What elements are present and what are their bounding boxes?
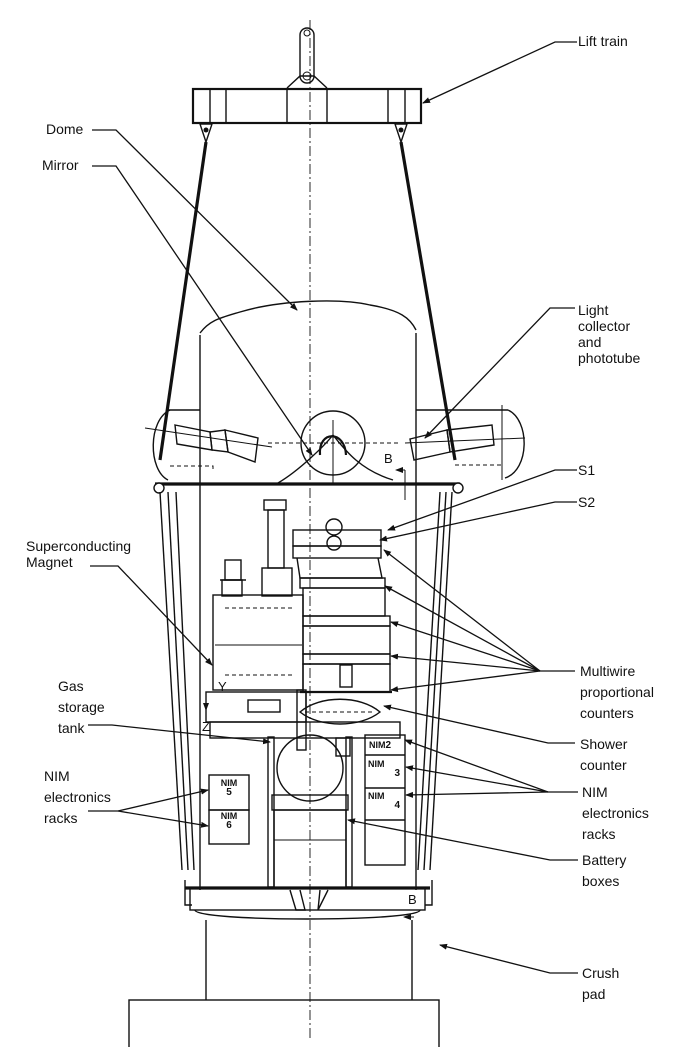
leader-nim-right-3	[405, 765, 549, 793]
crush-pad	[128, 920, 440, 1047]
nim-unit-number: 6	[226, 820, 232, 831]
nim-unit-3: NIM 3	[368, 759, 400, 779]
nim-unit-number: 5	[226, 787, 232, 798]
leader-s2	[379, 501, 577, 542]
nim-unit-number: 4	[394, 800, 400, 811]
counter-stack	[292, 518, 391, 693]
label-gas-storage-tank: Gas storage tank	[58, 678, 105, 736]
leader-nim-left-6	[117, 810, 209, 828]
leader-battery-boxes	[347, 818, 578, 861]
lift-train	[191, 27, 423, 145]
label-lift-train: Lift train	[578, 33, 628, 49]
label-light-collector: Light collector and phototube	[578, 302, 641, 366]
magnet-tower	[220, 499, 293, 597]
leader-mwpc-2	[384, 585, 541, 672]
nim-unit-name: NIM	[368, 791, 385, 801]
leader-dome	[92, 129, 298, 311]
label-dome: Dome	[46, 121, 84, 137]
leader-mwpc-3	[390, 621, 541, 672]
section-mark-b-top: B	[384, 451, 393, 466]
leader-mwpc-1	[383, 549, 575, 672]
nim-unit-name: NIM	[368, 740, 386, 750]
nim-unit-4: NIM 4	[368, 791, 400, 811]
label-superconducting-magnet: Superconducting Magnet	[26, 538, 132, 570]
label-multiwire-counters: Multiwire proportional counters	[580, 663, 654, 721]
nim-racks-left	[208, 774, 250, 845]
leader-lift-train	[422, 41, 577, 104]
label-battery-boxes: Battery boxes	[582, 852, 627, 889]
leader-mwpc-4	[390, 653, 541, 672]
section-mark-b-bottom: B	[408, 892, 417, 907]
leader-light-collector	[424, 307, 575, 439]
nim-unit-2: NIM2	[367, 740, 393, 751]
base-ring	[184, 880, 433, 920]
leader-magnet	[90, 565, 213, 666]
label-nim-racks-right: NIM electronics racks	[582, 784, 649, 842]
nim-unit-number: 3	[394, 768, 400, 779]
leader-shower-counter	[383, 704, 575, 744]
leader-mirror	[92, 165, 313, 456]
leader-crush-pad	[439, 943, 578, 974]
nim-unit-name: NIM	[220, 778, 238, 788]
frame-tubes	[159, 491, 453, 871]
crossbar	[153, 467, 464, 500]
label-mirror: Mirror	[42, 157, 79, 173]
nim-unit-number: 2	[385, 740, 392, 751]
nim-unit-name: NIM	[368, 759, 385, 769]
leader-lines	[88, 41, 578, 974]
leader-gas-tank	[88, 724, 271, 745]
nim-racks-right	[364, 734, 406, 866]
axis-mark-z: Z	[202, 719, 210, 734]
nim-unit-name: NIM	[220, 811, 238, 821]
shower-counter	[298, 690, 392, 725]
label-s1: S1	[578, 462, 596, 478]
suspension-cables	[158, 141, 457, 461]
light-collector-right	[404, 405, 526, 480]
platform	[203, 689, 401, 757]
label-s2: S2	[578, 494, 596, 510]
label-shower-counter: Shower counter	[580, 736, 628, 773]
label-nim-racks-left: NIM electronics racks	[44, 768, 111, 826]
light-collector-left	[144, 409, 273, 481]
superconducting-magnet	[212, 594, 304, 691]
leader-mwpc-5	[390, 670, 541, 693]
label-crush-pad: Crush pad	[582, 965, 620, 1002]
axis-mark-y: Y	[218, 679, 227, 694]
leader-nim-right-4	[405, 791, 549, 798]
gas-storage-tank	[267, 734, 353, 888]
leader-s1	[387, 469, 577, 531]
mirror	[268, 410, 400, 484]
